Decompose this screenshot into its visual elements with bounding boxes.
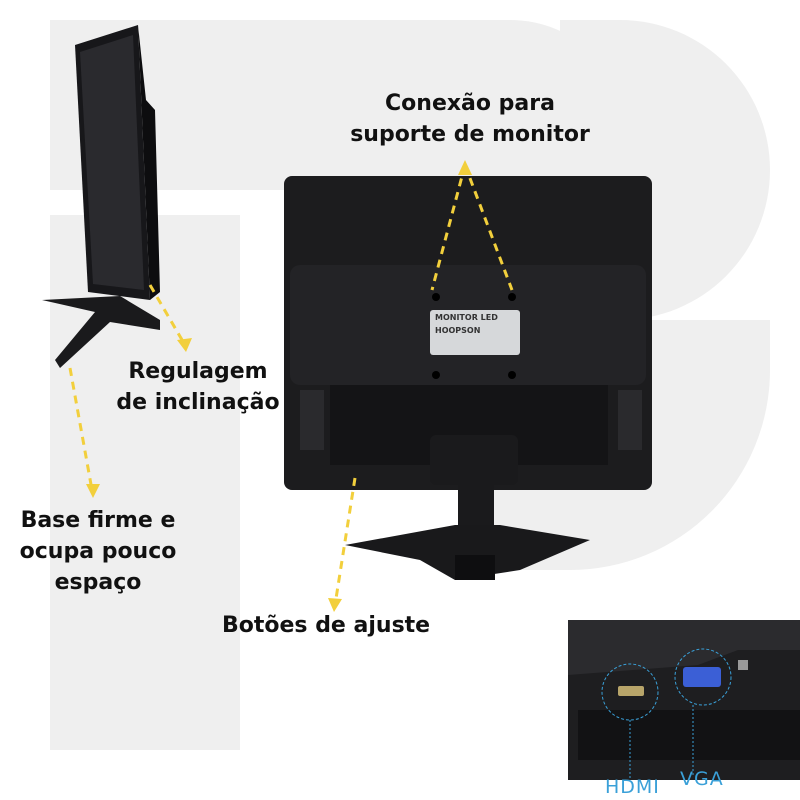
label-monitor-mount: Conexão para suporte de monitor [330, 88, 610, 150]
label-line: Conexão para [385, 91, 555, 116]
label-line: Base firme e [20, 508, 176, 533]
label-line: suporte de monitor [350, 122, 590, 147]
label-base: Base firme e ocupa pouco espaço [0, 505, 196, 598]
vga-label: VGA [680, 768, 724, 790]
label-line: ocupa pouco [19, 539, 177, 564]
product-label-title: MONITOR LED [435, 313, 498, 322]
ports-inset-photo [568, 620, 800, 800]
product-label-brand: HOOPSON [435, 326, 481, 335]
label-line: de inclinação [116, 390, 280, 415]
label-adjust-buttons: Botões de ajuste [222, 613, 431, 638]
label-tilt-adjust: Regulagem de inclinação [108, 356, 288, 418]
label-line: Regulagem [128, 359, 268, 384]
hdmi-label: HDMI [605, 776, 660, 798]
label-line: espaço [54, 570, 142, 595]
